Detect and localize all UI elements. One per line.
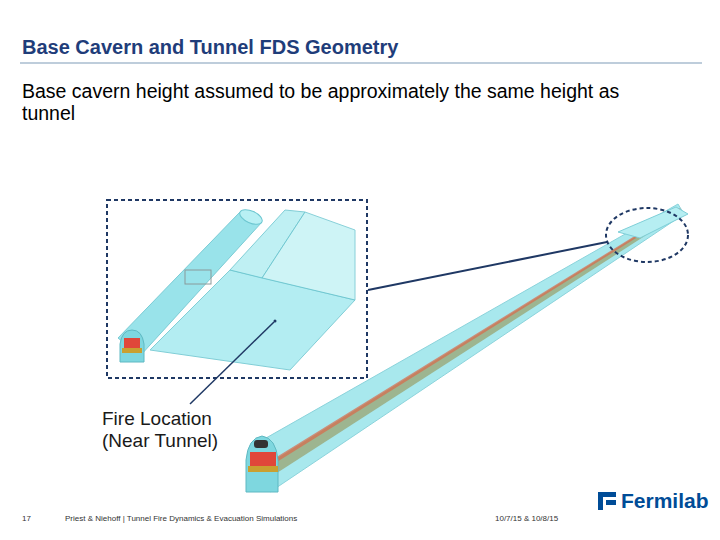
zoom-leader: [368, 242, 607, 290]
vehicle-base: [248, 466, 278, 472]
fermilab-icon: [598, 492, 616, 510]
inset-vehicle: [124, 338, 140, 348]
fire-label: Fire Location (Near Tunnel): [102, 408, 224, 452]
inset-vehicle-base: [122, 348, 142, 353]
vehicle-red: [250, 452, 276, 466]
footer-date: 10/7/15 & 10/8/15: [495, 514, 595, 523]
cavern-equipment: [185, 270, 211, 284]
vehicle-top: [254, 440, 268, 448]
page-number: 17: [22, 514, 52, 523]
inset-frame: [107, 200, 367, 378]
cavern-hall: [262, 212, 355, 300]
tunnel-end: [246, 436, 278, 492]
inset-tunnel-end: [120, 330, 144, 362]
logo-text: Fermilab: [621, 489, 716, 513]
fire-leader: [190, 322, 274, 404]
title-rule: [20, 62, 702, 64]
footer-text: Priest & Niehoff | Tunnel Fire Dynamics …: [65, 514, 395, 523]
subtitle: Base cavern height assumed to be approxi…: [22, 80, 622, 125]
zoom-circle: [606, 208, 688, 262]
inset-cylinder-end: [238, 207, 265, 228]
slide-title: Base Cavern and Tunnel FDS Geometry: [22, 36, 398, 59]
fire-point: [274, 320, 277, 323]
